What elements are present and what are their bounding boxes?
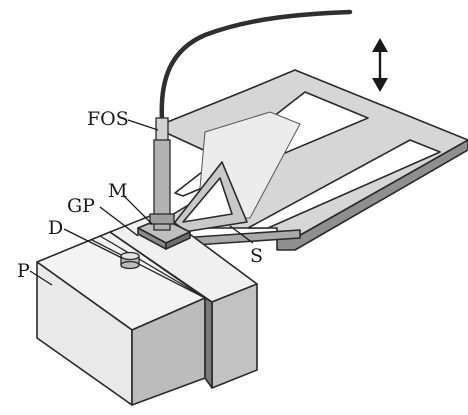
right-block-side (211, 283, 258, 389)
fiber-optic-sensor (149, 9, 353, 231)
double-arrow-vertical-icon (372, 38, 388, 92)
probe-body (153, 139, 171, 231)
label-s: S (250, 245, 263, 267)
label-fos: FOS (87, 108, 129, 130)
label-gp: GP (67, 195, 95, 217)
lower-slot (247, 139, 441, 229)
disk-sample (120, 251, 140, 270)
label-d: D (48, 217, 63, 239)
flexure-plate (134, 69, 468, 251)
label-m: M (108, 180, 127, 202)
fiber-cable (159, 9, 353, 123)
label-p: P (17, 260, 30, 282)
